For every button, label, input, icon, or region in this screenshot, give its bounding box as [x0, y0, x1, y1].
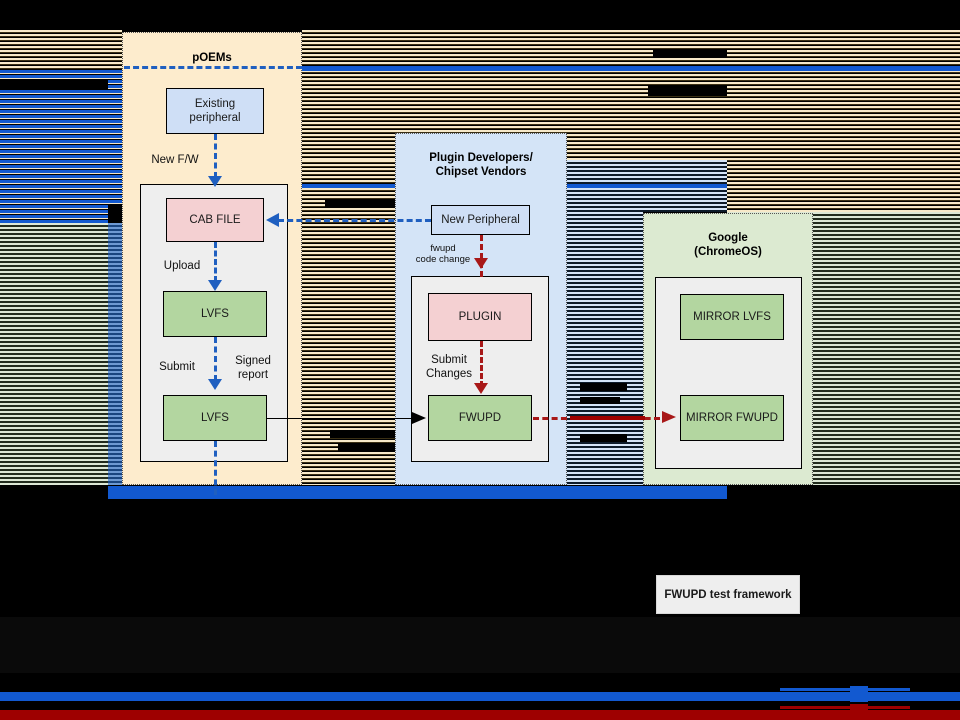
glitch-bar [330, 430, 395, 438]
glitch-scanline-band [567, 160, 727, 212]
glitch-scanline-band [0, 30, 122, 70]
node-existing-peripheral[interactable]: Existing peripheral [166, 88, 264, 134]
lane-plugin-title: Plugin Developers/ Chipset Vendors [429, 152, 533, 178]
arrowhead-right-icon [412, 412, 426, 424]
lane-poems-title: pOEMs [192, 52, 232, 64]
edge-label-new-fw: New F/W [151, 154, 199, 166]
glitch-bar [338, 444, 395, 452]
glitch-bar [325, 200, 395, 208]
arrowhead-left-icon [266, 213, 279, 227]
edge-label-upload: Upload [163, 260, 201, 272]
node-cab-file[interactable]: CAB FILE [166, 198, 264, 242]
edge-newperipheral-to-plugin [480, 235, 483, 277]
glitch-scanline-band [0, 70, 122, 205]
edge-newperipheral-to-cab [278, 219, 431, 222]
node-lvfs-submit[interactable]: LVFS [163, 395, 267, 441]
glitch-bar [0, 80, 108, 89]
edge-plugin-to-fwupd [480, 341, 483, 387]
node-plugin[interactable]: PLUGIN [428, 293, 532, 341]
glitch-bar [580, 397, 620, 404]
glitch-bar [780, 706, 910, 709]
glitch-scanline-band [0, 223, 108, 485]
arrowhead-down-icon [208, 379, 222, 390]
glitch-scanline-band [108, 223, 122, 485]
node-lvfs-upload[interactable]: LVFS [163, 291, 267, 337]
glitch-bar [580, 383, 627, 391]
edge-fwupd-to-mirror-fwupd [533, 417, 660, 420]
arrowhead-down-icon [208, 280, 222, 291]
glitch-bar [0, 692, 960, 701]
glitch-bar [0, 485, 960, 720]
glitch-scanline-band [0, 205, 108, 223]
glitch-bar [108, 492, 727, 499]
glitch-bar [302, 66, 960, 71]
node-mirror-fwupd[interactable]: MIRROR FWUPD [680, 395, 784, 441]
lane-google-title: Google (ChromeOS) [694, 232, 762, 258]
glitch-scanline-band [302, 160, 395, 485]
glitch-bar [648, 86, 727, 96]
glitch-bar [0, 710, 960, 720]
node-fwupd-test-framework[interactable]: FWUPD test framework [656, 575, 800, 614]
glitch-bar [108, 223, 122, 485]
node-fwupd[interactable]: FWUPD [428, 395, 532, 441]
edge-lvfs-tail [214, 441, 217, 495]
edge-label-submit: Submit [159, 361, 195, 373]
edge-label-submit-changes: Submit Changes [425, 354, 473, 380]
glitch-bar [580, 434, 627, 442]
glitch-bar [850, 704, 868, 720]
edge-cab-to-lvfs [214, 242, 217, 282]
arrowhead-down-icon [208, 176, 222, 187]
glitch-scanline-band [813, 212, 960, 485]
arrowhead-right-icon [662, 411, 676, 423]
edge-lvfs-to-lvfs [214, 337, 217, 381]
glitch-scanline-band [727, 30, 960, 212]
glitch-bar [108, 486, 727, 492]
arrowhead-down-icon [474, 258, 488, 269]
lane-poems-dashed-divider [124, 66, 302, 69]
node-mirror-lvfs[interactable]: MIRROR LVFS [680, 294, 784, 340]
edge-label-signed-report: Signed report [235, 355, 271, 381]
edge-lvfs-to-fwupd [267, 418, 415, 419]
glitch-bar [0, 617, 960, 673]
edge-existing-to-cab [214, 134, 217, 178]
glitch-bar [780, 688, 910, 691]
arrowhead-down-icon [474, 383, 488, 394]
edge-label-fwupd-code-change: fwupd code change [415, 243, 471, 265]
node-new-peripheral[interactable]: New Peripheral [431, 205, 530, 235]
glitch-bar [850, 686, 868, 702]
glitch-scanline-band [567, 212, 643, 485]
glitch-bar [653, 50, 727, 58]
